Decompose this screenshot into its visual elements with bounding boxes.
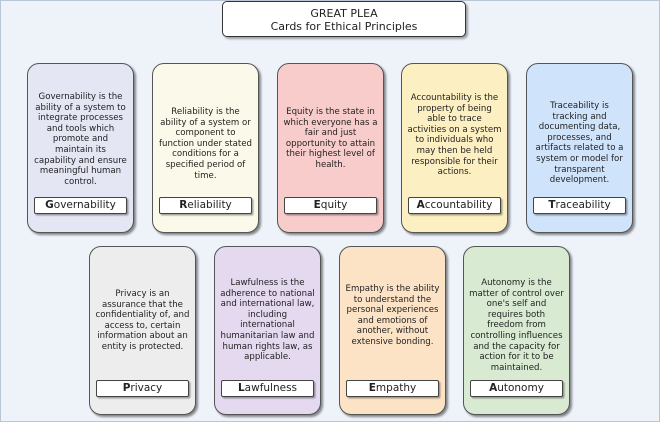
card-label: Lawfulness xyxy=(221,380,314,397)
card-label: Equity xyxy=(284,197,377,214)
card-description: Lawfulness is the adherence to national … xyxy=(220,278,315,363)
card-label-rest: mpathy xyxy=(375,382,417,394)
card-label-initial: G xyxy=(45,199,54,211)
card-label-rest: raceability xyxy=(555,199,611,211)
card-description: Empathy is the ability to understand the… xyxy=(345,284,440,347)
card-label: Autonomy xyxy=(470,380,563,397)
card-label-initial: P xyxy=(122,382,131,394)
card-lawfulness: Lawfulness is the adherence to national … xyxy=(214,246,321,415)
card-empathy: Empathy is the ability to understand the… xyxy=(339,246,446,415)
card-description: Equity is the state in which everyone ha… xyxy=(283,107,378,170)
card-label-initial: L xyxy=(237,382,245,394)
card-label-initial: E xyxy=(368,382,376,394)
card-equity: Equity is the state in which everyone ha… xyxy=(277,63,384,233)
card-traceability: Traceability is tracking and documenting… xyxy=(526,63,633,233)
title-subtitle: Cards for Ethical Principles xyxy=(270,20,418,33)
card-label: Traceability xyxy=(533,197,626,214)
card-label: Empathy xyxy=(346,380,439,397)
card-governability: Governability is the ability of a system… xyxy=(27,63,134,233)
card-description: Governability is the ability of a system… xyxy=(34,92,127,187)
title-box: GREAT PLEA Cards for Ethical Principles xyxy=(222,1,466,37)
card-label-rest: overnability xyxy=(53,199,116,211)
card-label-initial: A xyxy=(416,199,425,211)
card-label-rest: ccountability xyxy=(424,199,493,211)
card-label-initial: T xyxy=(548,199,556,211)
card-autonomy: Autonomy is the matter of control over o… xyxy=(463,246,570,415)
card-description: Privacy is an assurance that the confide… xyxy=(95,289,190,352)
card-reliability: Reliability is the ability of a system o… xyxy=(152,63,259,233)
card-label-initial: R xyxy=(179,199,188,211)
card-privacy: Privacy is an assurance that the confide… xyxy=(89,246,196,415)
card-label: Accountability xyxy=(408,197,501,214)
card-label-rest: rivacy xyxy=(130,382,163,394)
title-main: GREAT PLEA xyxy=(310,7,378,20)
card-description: Accountability is the property of being … xyxy=(407,93,502,178)
card-label: Privacy xyxy=(96,380,189,397)
card-label: Governability xyxy=(34,197,127,214)
card-description: Traceability is tracking and documenting… xyxy=(535,101,624,186)
card-description: Reliability is the ability of a system o… xyxy=(159,107,252,181)
card-label-rest: utonomy xyxy=(497,382,544,394)
card-label-initial: E xyxy=(313,199,321,211)
card-label-rest: eliability xyxy=(187,199,232,211)
card-label: Reliability xyxy=(159,197,252,214)
card-label-rest: awfulness xyxy=(244,382,298,394)
card-label-rest: quity xyxy=(320,199,348,211)
card-description: Autonomy is the matter of control over o… xyxy=(469,278,564,373)
card-accountability: Accountability is the property of being … xyxy=(401,63,508,233)
card-label-initial: A xyxy=(489,382,498,394)
